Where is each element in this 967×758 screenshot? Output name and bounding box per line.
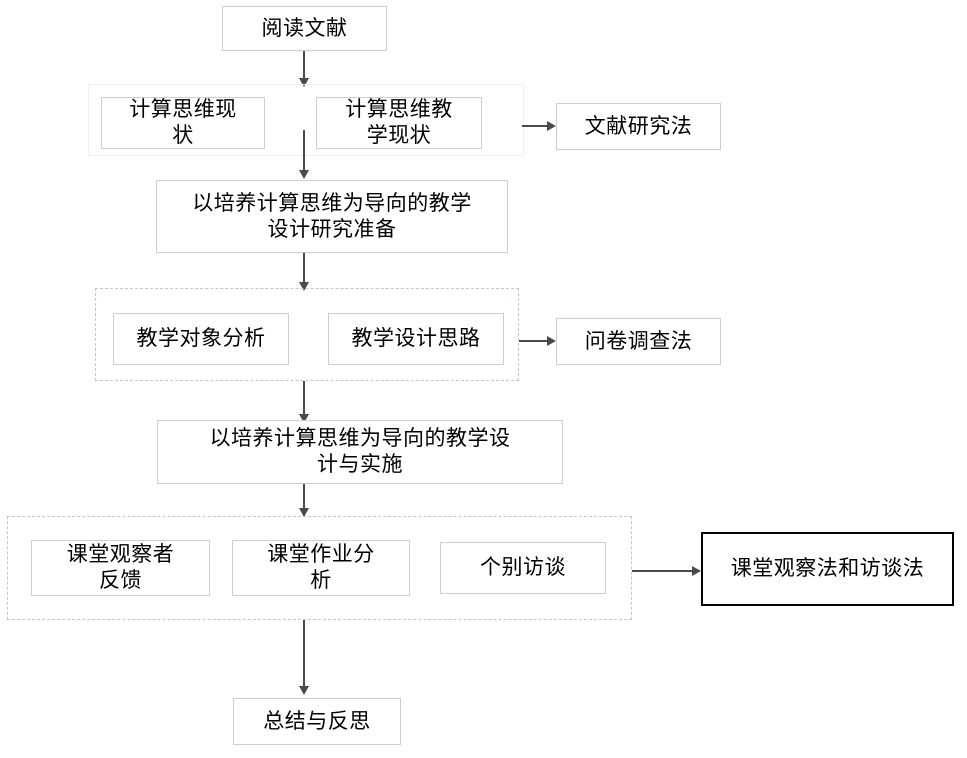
node-design-approach-label: 教学设计思路 xyxy=(351,326,481,351)
node-research-preparation-label: 以培养计算思维为导向的教学 设计研究准备 xyxy=(192,190,472,241)
node-summary-reflection[interactable]: 总结与反思 xyxy=(233,698,401,745)
connector-status-to-literature-method xyxy=(522,125,552,127)
node-individual-interview[interactable]: 个别访谈 xyxy=(440,542,606,594)
group-status-research xyxy=(88,84,524,156)
group-teaching-design xyxy=(95,288,519,381)
node-observer-feedback-label: 课堂观察者 反馈 xyxy=(66,542,175,592)
node-questionnaire-method[interactable]: 问卷调查法 xyxy=(556,318,721,365)
node-homework-analysis-label: 课堂作业分 析 xyxy=(267,542,375,592)
node-observation-interview-method-label: 课堂观察法和访谈法 xyxy=(730,556,925,581)
node-individual-interview-label: 个别访谈 xyxy=(480,555,566,580)
node-design-approach[interactable]: 教学设计思路 xyxy=(328,313,504,365)
connector-status-to-preparation xyxy=(303,130,305,177)
node-summary-reflection-label: 总结与反思 xyxy=(263,708,371,733)
node-research-preparation[interactable]: 以培养计算思维为导向的教学 设计研究准备 xyxy=(156,180,508,253)
node-homework-analysis[interactable]: 课堂作业分 析 xyxy=(232,540,410,596)
arrowhead-status-to-preparation xyxy=(299,170,309,179)
connector-design-to-implementation xyxy=(303,381,305,423)
connector-preparation-to-design xyxy=(303,253,305,289)
node-learner-analysis[interactable]: 教学对象分析 xyxy=(113,313,289,365)
node-ct-teaching-status-label: 计算思维教 学现状 xyxy=(345,97,453,147)
node-ct-status[interactable]: 计算思维现 状 xyxy=(101,97,265,149)
node-read-literature[interactable]: 阅读文献 xyxy=(222,6,387,51)
node-design-and-implementation-label: 以培养计算思维为导向的教学设 计与实施 xyxy=(209,426,511,476)
node-ct-teaching-status[interactable]: 计算思维教 学现状 xyxy=(316,97,482,149)
node-learner-analysis-label: 教学对象分析 xyxy=(136,326,266,351)
node-read-literature-label: 阅读文献 xyxy=(261,15,348,40)
arrowhead-read-to-status xyxy=(299,78,309,87)
arrowhead-design-to-implementation xyxy=(299,414,309,423)
node-literature-method[interactable]: 文献研究法 xyxy=(556,103,721,150)
group-evaluation xyxy=(7,516,632,620)
node-observation-interview-method[interactable]: 课堂观察法和访谈法 xyxy=(701,532,954,606)
connector-evaluation-to-observation-method xyxy=(632,570,697,572)
arrowhead-evaluation-to-observation-method xyxy=(692,566,701,576)
node-literature-method-label: 文献研究法 xyxy=(584,113,693,138)
arrowhead-design-to-questionnaire xyxy=(547,336,556,346)
connector-evaluation-to-summary xyxy=(303,620,305,692)
arrowhead-evaluation-to-summary xyxy=(299,686,309,695)
arrowhead-status-to-literature-method xyxy=(547,121,556,131)
node-observer-feedback[interactable]: 课堂观察者 反馈 xyxy=(31,540,210,596)
arrowhead-preparation-to-design xyxy=(299,282,309,291)
connector-implementation-to-evaluation xyxy=(303,484,305,516)
connector-read-to-status xyxy=(303,51,305,83)
node-design-and-implementation[interactable]: 以培养计算思维为导向的教学设 计与实施 xyxy=(157,420,563,484)
connector-design-to-questionnaire xyxy=(519,340,552,342)
node-questionnaire-method-label: 问卷调查法 xyxy=(584,328,693,353)
node-ct-status-label: 计算思维现 状 xyxy=(129,97,237,147)
arrowhead-implementation-to-evaluation xyxy=(299,508,309,517)
